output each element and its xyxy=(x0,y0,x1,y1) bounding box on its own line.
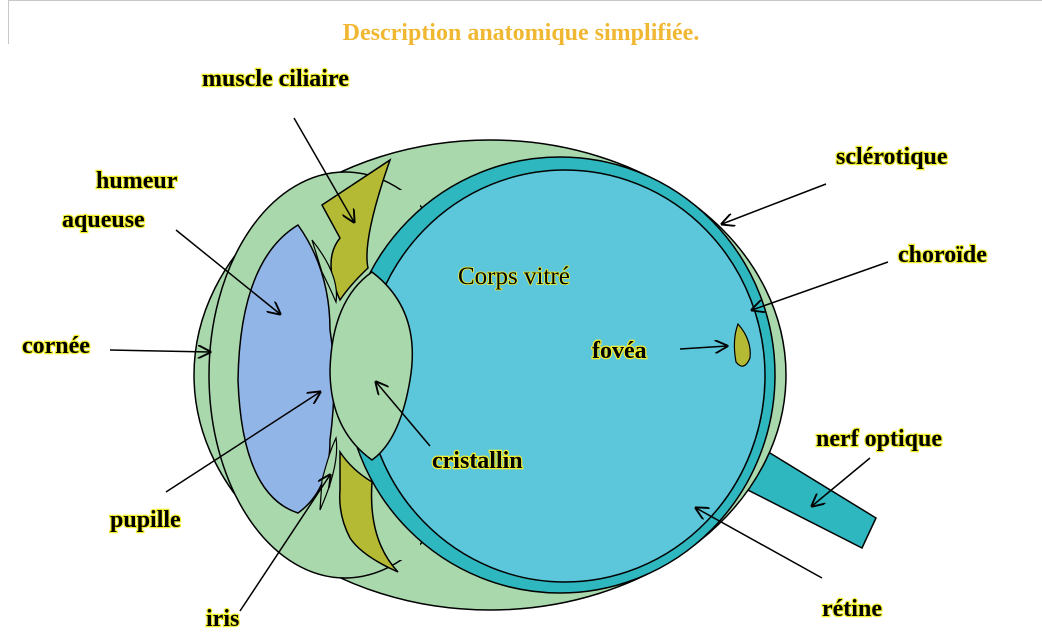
label-aqueuse: aqueuse xyxy=(62,207,145,233)
vitreous-body xyxy=(365,170,765,582)
label-cornee: cornée xyxy=(22,333,90,359)
label-fovea: fovéa xyxy=(592,338,647,364)
label-sclerotique: sclérotique xyxy=(836,144,948,170)
label-corps-vitre: Corps vitré xyxy=(458,263,570,290)
label-iris: iris xyxy=(206,606,239,632)
label-muscle-ciliaire: muscle ciliaire xyxy=(202,66,349,92)
label-humeur: humeur xyxy=(96,168,178,194)
label-cristallin: cristallin xyxy=(432,448,523,474)
label-choroide: choroïde xyxy=(898,242,987,268)
label-pupille: pupille xyxy=(110,507,181,533)
label-retine: rétine xyxy=(822,596,882,622)
label-nerf-optique: nerf optique xyxy=(816,426,942,452)
